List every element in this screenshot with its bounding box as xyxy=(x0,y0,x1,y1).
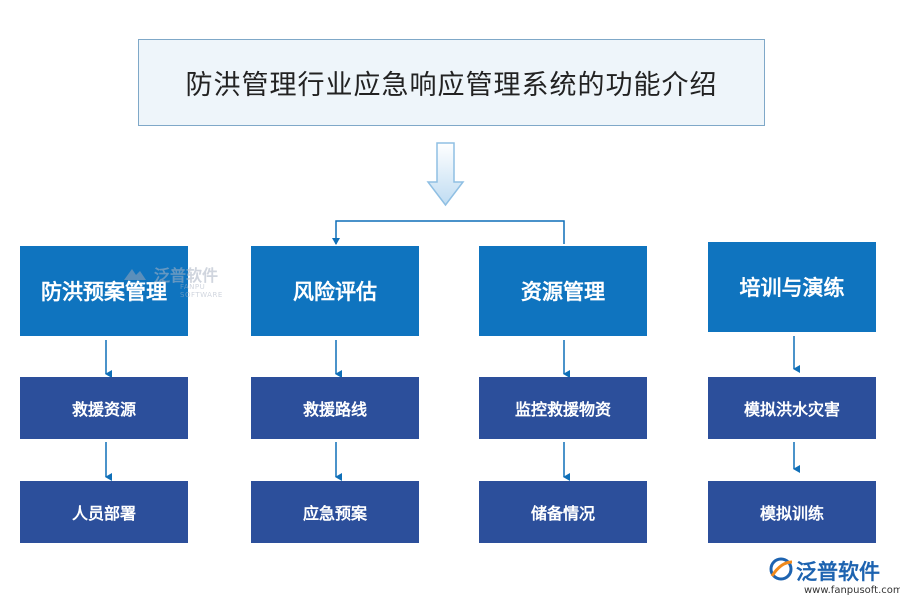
bracket-connector xyxy=(335,220,565,244)
sub-box: 监控救援物资 xyxy=(479,377,647,439)
sub-box: 应急预案 xyxy=(251,481,419,543)
fanpu-logo-icon xyxy=(769,557,793,581)
category-box-flood-plan: 防洪预案管理 xyxy=(20,246,188,336)
sub-box: 人员部署 xyxy=(20,481,188,543)
category-label: 风险评估 xyxy=(293,279,377,304)
diagram-title: 防洪管理行业应急响应管理系统的功能介绍 xyxy=(138,39,765,126)
watermark: 泛普软件 FANPU SOFTWARE xyxy=(122,262,242,299)
sub-box: 储备情况 xyxy=(479,481,647,543)
sub-box: 救援资源 xyxy=(20,377,188,439)
fanpu-logo: 泛普软件 www.fanpusoft.com xyxy=(768,556,900,600)
sub-box: 模拟洪水灾害 xyxy=(708,377,876,439)
sub-label: 人员部署 xyxy=(71,504,136,523)
category-label: 培训与演练 xyxy=(739,275,845,300)
sub-label: 救援资源 xyxy=(71,400,136,419)
category-label: 防洪预案管理 xyxy=(41,279,167,304)
category-box-training-drills: 培训与演练 xyxy=(708,242,876,332)
down-arrow-icon xyxy=(426,142,465,207)
sub-label: 应急预案 xyxy=(302,504,367,523)
sub-box: 救援路线 xyxy=(251,377,419,439)
bracket-arrowhead xyxy=(332,238,340,245)
category-label: 资源管理 xyxy=(521,279,605,304)
sub-label: 监控救援物资 xyxy=(514,400,611,419)
watermark-name: 泛普软件 xyxy=(154,266,219,285)
watermark-logo-icon xyxy=(124,269,146,280)
logo-name: 泛普软件 xyxy=(796,560,880,584)
sub-label: 模拟训练 xyxy=(759,504,824,523)
sub-label: 储备情况 xyxy=(530,504,595,523)
sub-label: 救援路线 xyxy=(302,400,367,419)
sub-box: 模拟训练 xyxy=(708,481,876,543)
category-box-risk-assessment: 风险评估 xyxy=(251,246,419,336)
watermark-sub: FANPU SOFTWARE xyxy=(180,283,223,299)
logo-url: www.fanpusoft.com xyxy=(804,585,900,596)
category-box-resource-management: 资源管理 xyxy=(479,246,647,336)
sub-label: 模拟洪水灾害 xyxy=(743,400,840,419)
